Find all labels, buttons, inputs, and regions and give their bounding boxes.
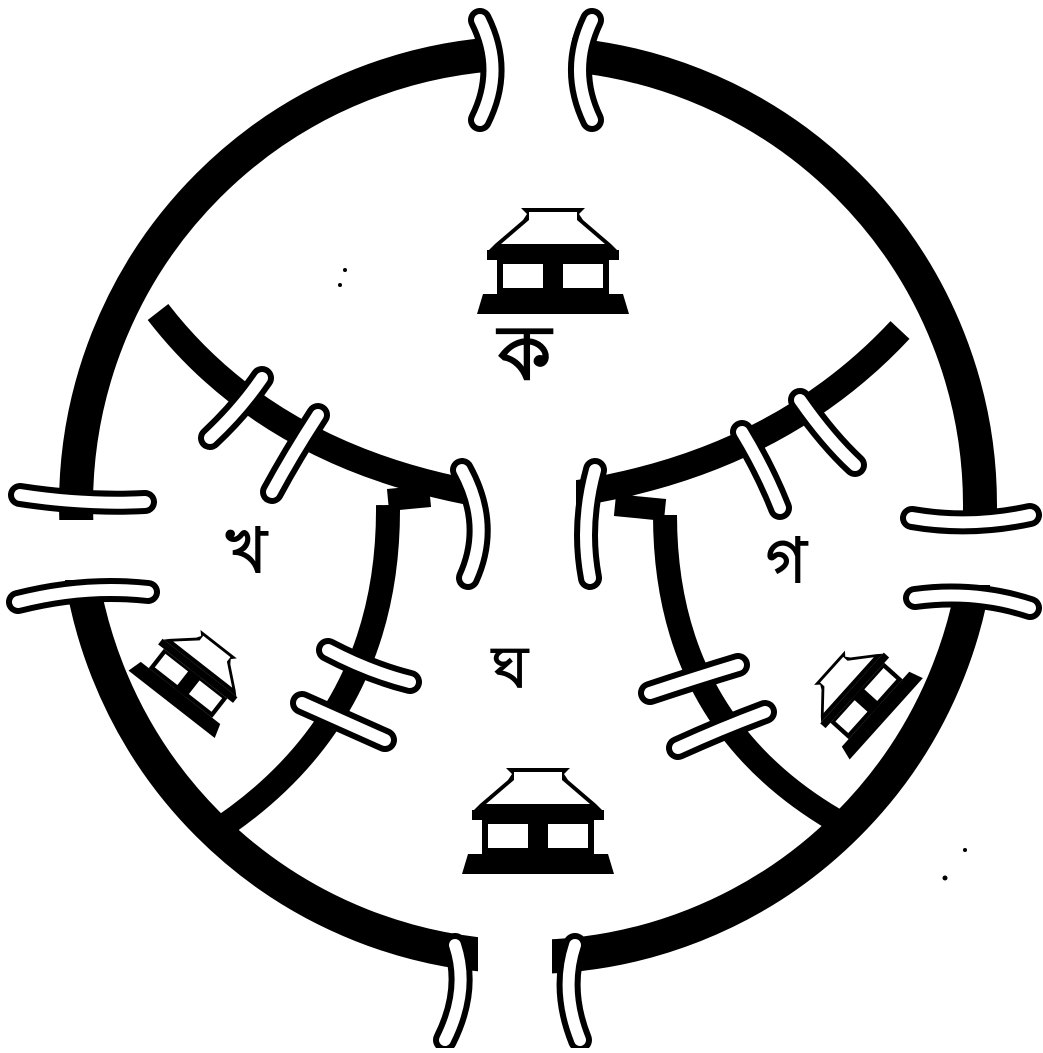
speck — [338, 283, 342, 287]
gap-top — [498, 0, 572, 110]
region-label-ga: গ — [766, 530, 807, 592]
gap-inner-center — [478, 470, 576, 530]
gap-bottom — [478, 930, 552, 1048]
region-label-kha: খ — [226, 520, 267, 582]
speck — [343, 268, 347, 272]
gap-left — [40, 520, 120, 580]
hut-top — [477, 208, 629, 314]
speck — [943, 876, 948, 881]
left-junction — [388, 496, 430, 500]
speck — [963, 848, 967, 852]
gate-inner-right — [742, 400, 855, 508]
hut-bottom — [462, 768, 614, 874]
region-label-gha: ঘ — [492, 638, 528, 696]
region-label-ka: ক — [498, 315, 551, 391]
right-junction — [615, 505, 665, 510]
